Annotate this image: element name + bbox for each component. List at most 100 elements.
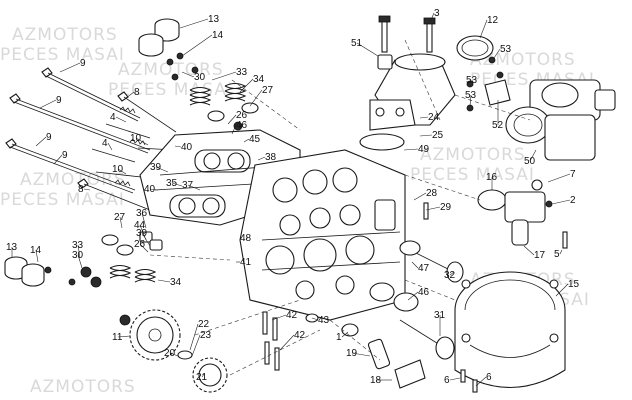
callout-34: 34 bbox=[170, 277, 182, 288]
callout-13: 13 bbox=[208, 14, 220, 25]
leader-line-30 bbox=[181, 71, 195, 78]
leader-line-14 bbox=[35, 249, 39, 263]
callout-1: 1 bbox=[336, 332, 342, 343]
callout-4: 4 bbox=[110, 112, 116, 123]
callout-18: 18 bbox=[370, 375, 382, 386]
leader-line-1 bbox=[341, 331, 349, 338]
leader-line-14 bbox=[181, 34, 213, 57]
leader-line-26 bbox=[139, 243, 149, 253]
leader-line-6 bbox=[449, 377, 461, 381]
intake-manifold bbox=[359, 15, 456, 151]
leader-line-9 bbox=[53, 154, 63, 165]
callout-32: 32 bbox=[444, 270, 456, 281]
leader-line-49 bbox=[403, 148, 419, 151]
callout-36: 36 bbox=[136, 208, 148, 219]
leader-line-19 bbox=[351, 352, 371, 357]
callout-14: 14 bbox=[30, 245, 42, 256]
callout-37: 37 bbox=[182, 180, 194, 191]
leader-line-21 bbox=[201, 373, 205, 378]
leader-line-9 bbox=[59, 62, 81, 73]
callout-44: 44 bbox=[134, 220, 146, 231]
leader-line-40 bbox=[149, 188, 159, 191]
callout-43: 43 bbox=[318, 315, 330, 326]
lower-sensor-group bbox=[367, 338, 478, 393]
sensor-7 bbox=[531, 179, 543, 191]
bolt-9-b bbox=[9, 93, 151, 154]
leader-line-27 bbox=[249, 89, 263, 107]
leader-line-2 bbox=[551, 199, 571, 205]
carburettor bbox=[466, 56, 616, 161]
leader-line-50 bbox=[529, 149, 537, 162]
callout-48: 48 bbox=[240, 233, 252, 244]
leader-line-42 bbox=[271, 314, 287, 321]
leader-line-45 bbox=[243, 138, 250, 143]
callout-33: 33 bbox=[236, 67, 248, 78]
callout-2: 2 bbox=[570, 195, 576, 206]
callout-4: 4 bbox=[102, 138, 108, 149]
callout-24: 24 bbox=[428, 112, 440, 123]
callout-25: 25 bbox=[432, 130, 444, 141]
leader-line-9 bbox=[35, 136, 47, 147]
leader-line-43 bbox=[311, 317, 319, 321]
callout-leader-lines bbox=[11, 12, 571, 387]
callout-53: 53 bbox=[466, 75, 478, 86]
studs bbox=[262, 311, 319, 371]
callout-5: 5 bbox=[554, 249, 560, 260]
callout-7: 7 bbox=[570, 169, 576, 180]
seal-27-b bbox=[241, 102, 259, 114]
leader-line-4 bbox=[115, 116, 127, 123]
callout-20: 20 bbox=[164, 348, 176, 359]
leader-line-22 bbox=[189, 323, 199, 351]
callout-41: 41 bbox=[240, 257, 252, 268]
callout-9: 9 bbox=[62, 150, 68, 161]
callout-50: 50 bbox=[524, 156, 536, 167]
valve-spring-34-b bbox=[224, 82, 247, 102]
watermark-1-line-1: AZMOTORS bbox=[12, 25, 118, 45]
watermark-5-line-2: PECES MASAI bbox=[410, 165, 535, 185]
callout-16: 16 bbox=[486, 172, 498, 183]
leader-line-20 bbox=[169, 352, 179, 357]
callout-45: 45 bbox=[249, 134, 261, 145]
diaphragm-52 bbox=[484, 79, 511, 106]
leader-line-34 bbox=[157, 279, 171, 283]
leader-line-6 bbox=[475, 376, 487, 387]
callout-22: 22 bbox=[198, 319, 210, 330]
leader-line-10 bbox=[117, 168, 127, 175]
callout-13: 13 bbox=[6, 242, 18, 253]
watermark-1-line-2: PECES MASAI bbox=[0, 45, 125, 65]
callout-34: 34 bbox=[253, 74, 265, 85]
callout-9: 9 bbox=[80, 58, 86, 69]
callout-8: 8 bbox=[134, 87, 140, 98]
watermark-4-line-2: PECES MASAI bbox=[0, 190, 125, 210]
leader-line-53 bbox=[493, 48, 501, 59]
callout-17: 17 bbox=[534, 250, 546, 261]
leader-line-9 bbox=[39, 99, 57, 109]
leader-line-46 bbox=[231, 124, 237, 135]
leader-line-36 bbox=[141, 212, 147, 229]
valve-train-lower bbox=[4, 231, 163, 288]
callout-38: 38 bbox=[265, 152, 277, 163]
callout-33: 33 bbox=[72, 240, 84, 251]
leader-line-10 bbox=[135, 137, 149, 146]
callout-35: 35 bbox=[166, 178, 178, 189]
callout-6: 6 bbox=[444, 375, 450, 386]
leader-line-12 bbox=[479, 19, 488, 39]
leader-line-39 bbox=[141, 232, 151, 247]
callout-8: 8 bbox=[78, 184, 84, 195]
leader-line-8 bbox=[83, 188, 91, 191]
assembly-lines bbox=[149, 39, 531, 376]
leader-line-53 bbox=[469, 94, 472, 107]
callout-46: 46 bbox=[236, 120, 248, 131]
cylinder-15 bbox=[454, 271, 566, 389]
callout-6: 6 bbox=[486, 372, 492, 383]
bolt-8-a bbox=[117, 91, 177, 133]
leader-line-51 bbox=[356, 42, 379, 57]
callout-49: 49 bbox=[418, 144, 430, 155]
callout-47: 47 bbox=[418, 263, 430, 274]
leader-line-29 bbox=[425, 206, 441, 211]
leader-line-33 bbox=[77, 244, 81, 259]
leader-line-46 bbox=[407, 291, 419, 301]
callout-51: 51 bbox=[351, 38, 363, 49]
callout-28: 28 bbox=[426, 188, 438, 199]
callout-30: 30 bbox=[72, 250, 84, 261]
